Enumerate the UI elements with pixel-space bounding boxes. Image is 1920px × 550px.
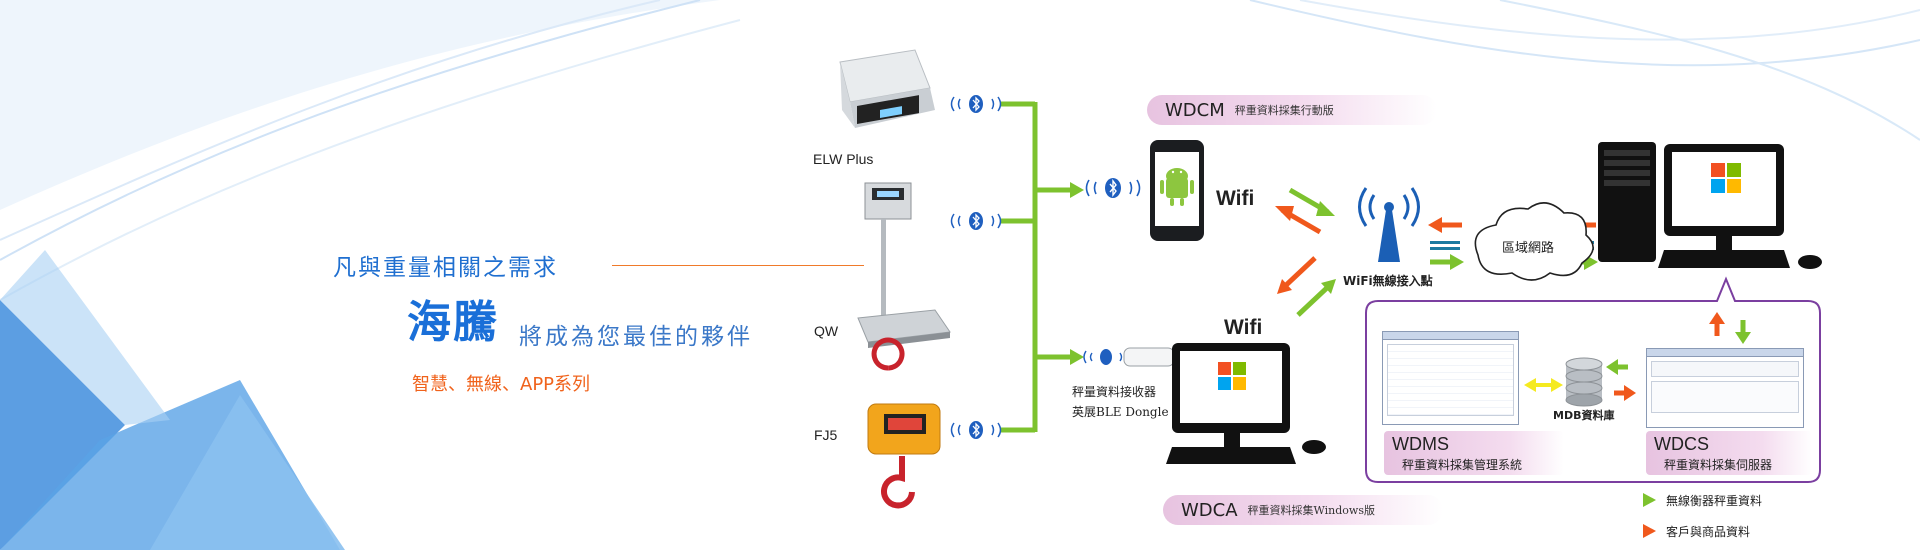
device-label-fj5: FJ5 (814, 427, 838, 443)
wdcs-label-block: WDCS 秤重資料採集伺服器 (1646, 431, 1812, 475)
wdcs-desc: 秤重資料採集伺服器 (1664, 458, 1773, 472)
wdms-window (1382, 331, 1519, 425)
connection-lines (1000, 101, 1070, 433)
wdcm-desc: 秤重資料採集行動版 (1234, 104, 1334, 117)
mdb-label: MDB資料庫 (1553, 409, 1615, 422)
legend-item-customer-data: 客戶與商品資料 (1666, 525, 1751, 539)
wifi-label-pc: Wifi (1224, 316, 1263, 339)
slogan-line1: 凡與重量相關之需求 (333, 255, 558, 281)
wdca-pill: WDCA 秤重資料採集Windows版 (1163, 495, 1443, 525)
legend-orange-marker (1643, 524, 1656, 538)
brand-name: 海騰 (407, 297, 499, 348)
access-point-image (1358, 187, 1420, 262)
wdca-code: WDCA (1181, 499, 1238, 521)
lan-label: 區域網路 (1502, 241, 1555, 256)
dongle-label-line1: 秤量資料接收器 (1072, 385, 1157, 399)
wdms-code: WDMS (1392, 434, 1449, 454)
wdcs-code: WDCS (1654, 434, 1709, 454)
fj5-scale-image (867, 337, 941, 509)
server-tower-image (1598, 142, 1656, 262)
device-label-elw-plus: ELW Plus (813, 151, 874, 167)
wdcm-code: WDCM (1165, 99, 1225, 121)
qw-scale-image (857, 182, 951, 348)
wifi-label-phone: Wifi (1216, 187, 1255, 210)
access-point-label: WiFi無線接入點 (1343, 274, 1433, 288)
wdms-label-block: WDMS 秤重資料採集管理系統 (1384, 431, 1564, 475)
wdms-desc: 秤重資料採集管理系統 (1402, 458, 1523, 472)
server-monitor-image (1658, 144, 1822, 269)
wdcm-pill: WDCM 秤重資料採集行動版 (1147, 95, 1437, 125)
bluetooth-signals (950, 95, 1141, 439)
slogan-divider (612, 265, 864, 266)
wdca-pc-image (1166, 343, 1326, 464)
device-label-qw: QW (814, 323, 839, 339)
wifi-arrows (1275, 187, 1336, 317)
wdca-desc: 秤重資料採集Windows版 (1247, 504, 1375, 517)
database-icon (1565, 357, 1603, 407)
box-arrows (1524, 312, 1751, 401)
legend-item-weight-data: 無線衡器秤重資料 (1666, 494, 1763, 508)
dongle-label-line2: 英展BLE Dongle (1072, 405, 1169, 419)
slogan-line2: 將成為您最佳的夥伴 (519, 324, 753, 350)
series-text: 智慧、無線、APP系列 (412, 374, 591, 395)
elw-plus-scale-image (839, 49, 935, 128)
wdcs-window (1646, 348, 1804, 428)
legend-green-marker (1643, 493, 1656, 507)
android-phone-image (1150, 140, 1204, 241)
lan-cloud (1474, 202, 1594, 281)
